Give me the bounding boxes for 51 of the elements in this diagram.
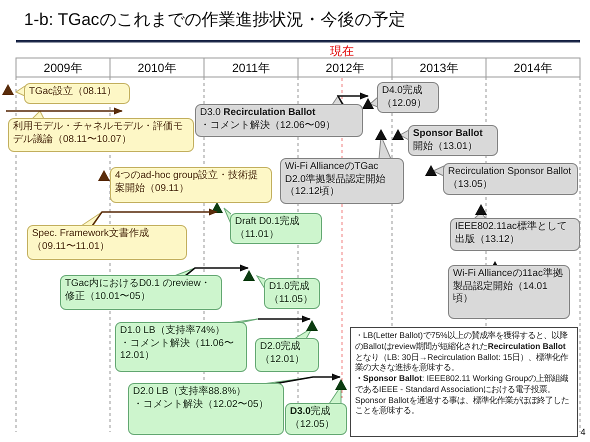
callout-text: Recirculation Sponsor Ballot（13.05） <box>448 166 572 192</box>
callout-text: D2.0完成（12.01） <box>260 341 306 366</box>
note-text: ・LB(Letter Ballot)で75%以上の賛成率を獲得すると、以降のBallotはreview期間が短縮化されたRecirculation Ballotとなり（LB: 30日→Recirculation Ballot: 15日）、標準化作業の大きな進捗を意味する。 <box>355 330 570 374</box>
note-text: ・Sponsor Ballot: IEEE802.11 Working Groupの上部組織であるIEEE - Standard Associationにおける電子投票。Sponsor Ballotを通過する事は、標準化作業がほぼ終了したことを意味する。 <box>355 373 570 416</box>
callout-box <box>110 167 272 203</box>
callout-text: ・コメント解決（12.02〜05） <box>133 398 270 412</box>
year-label: 2014年 <box>514 60 552 77</box>
callout-box <box>448 265 570 319</box>
callout-box <box>264 278 320 310</box>
page-number: 4 <box>580 427 586 437</box>
callout-text: 4つのad-hoc group設立・技術提案開始（09.11） <box>115 170 260 196</box>
callout-box <box>128 383 284 435</box>
arrow <box>336 92 369 106</box>
callout-text: Draft D0.1完成（11.01） <box>235 216 301 242</box>
callout-text: ・コメント解決（12.06〜09） <box>200 120 336 132</box>
callout-box <box>450 218 580 251</box>
callout-text: TGac設立（08.11） <box>29 86 118 99</box>
callout-text: IEEE802.11ac標準として出版（13.12） <box>455 221 568 246</box>
callout-box <box>8 118 194 152</box>
callout-text: D3.0 Recirculation Ballot <box>200 107 316 120</box>
callout-box <box>443 163 578 195</box>
callout-text: Sponsor Ballot <box>413 128 484 141</box>
callout-box <box>408 125 498 156</box>
arrow <box>184 264 249 277</box>
current-date-label: 現在 <box>330 43 354 60</box>
year-label: 2009年 <box>44 60 82 77</box>
callout-text: 利用モデル・チャネルモデル・評価モデル議論（08.11〜10.07） <box>13 121 184 146</box>
year-label: 2011年 <box>232 60 270 77</box>
title: 1-b: TGacのこれまでの作業進捗状況・今後の予定 <box>24 9 406 31</box>
year-label: 2012年 <box>326 60 364 77</box>
callout-text: Wi-Fi Allianceの11ac準拠製品認定開始（14.01頃） <box>453 268 564 306</box>
callout-text: 開始（13.01） <box>413 140 479 154</box>
callout-text: D2.0 LB（支持率88.8%） <box>133 386 248 398</box>
callout-box <box>195 104 363 137</box>
year-label: 2013年 <box>420 60 458 77</box>
callout-box <box>377 82 439 114</box>
callout-text: ・コメント解決（11.06〜12.01） <box>120 338 235 364</box>
callout-text: D4.0完成（12.09） <box>382 85 428 110</box>
year-label: 2010年 <box>138 60 176 77</box>
callout-text: Wi-Fi AllianceのTGac D2.0準拠製品認定開始（12.12頃） <box>285 161 387 200</box>
callout-text: D1.0 LB（支持率74%） <box>120 325 226 338</box>
callout-box <box>280 158 404 204</box>
callout-text: D3.0完成（12.05） <box>290 406 336 432</box>
note-box <box>350 327 578 437</box>
callout-box <box>285 403 347 435</box>
callout-box <box>230 213 322 244</box>
callout-text: TGac内におけるD0.1 のreview・修正（10.01〜05） <box>65 278 212 304</box>
callout-box <box>115 322 247 372</box>
callout-text: D1.0完成（11.05） <box>269 281 314 306</box>
arrow <box>91 208 218 226</box>
callout-text: Spec. Framework文書作成（09.11〜11.01） <box>32 228 150 254</box>
